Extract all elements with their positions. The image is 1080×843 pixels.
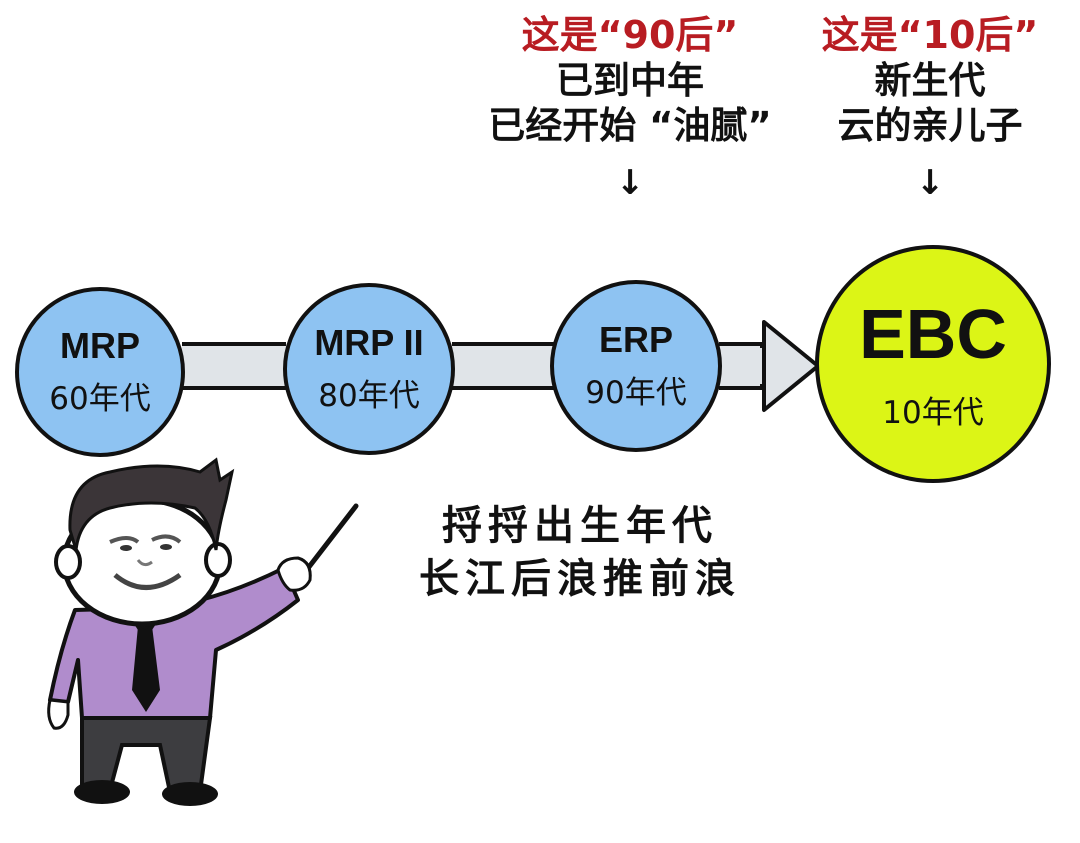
timeline-connector <box>182 342 286 390</box>
node-name: MRP <box>60 324 140 366</box>
presenter-character-icon <box>47 457 359 806</box>
down-arrow-icon: ↓ <box>615 162 645 203</box>
timeline-node-mrp-ii: MRP II 80年代 <box>283 283 455 455</box>
callout-10s: 这是“10后” 新生代 云的亲儿子 ↓ <box>800 12 1060 204</box>
timeline-connector <box>452 342 554 390</box>
caption: 捋捋出生年代 长江后浪推前浪 <box>385 500 775 606</box>
node-era: 80年代 <box>318 378 420 415</box>
node-name: EBC <box>859 295 1007 373</box>
callout-90s-line-1: 已到中年 <box>556 59 704 103</box>
node-era: 10年代 <box>882 395 984 431</box>
caption-line-1: 捋捋出生年代 <box>442 503 718 549</box>
timeline-node-erp: ERP 90年代 <box>550 280 722 452</box>
node-era: 90年代 <box>585 375 687 412</box>
arrow-head-icon <box>760 320 820 412</box>
node-name: ERP <box>598 318 674 360</box>
node-name: MRP II <box>314 321 424 363</box>
down-arrow-icon: ↓ <box>915 162 945 203</box>
node-era: 60年代 <box>49 381 151 418</box>
callout-90s-line-2: 已经开始 “油腻” <box>488 104 772 148</box>
callout-10s-line-1: 新生代 <box>874 59 986 103</box>
timeline-node-mrp: MRP 60年代 <box>15 287 185 457</box>
callout-10s-highlight: 这是“10后” <box>821 13 1039 57</box>
callout-90s: 这是“90后” 已到中年 已经开始 “油腻” ↓ <box>470 12 790 204</box>
timeline-node-ebc: EBC 10年代 <box>815 245 1051 483</box>
callout-90s-highlight: 这是“90后” <box>521 13 739 57</box>
caption-line-2: 长江后浪推前浪 <box>419 555 741 602</box>
callout-10s-line-2: 云的亲儿子 <box>837 104 1023 148</box>
